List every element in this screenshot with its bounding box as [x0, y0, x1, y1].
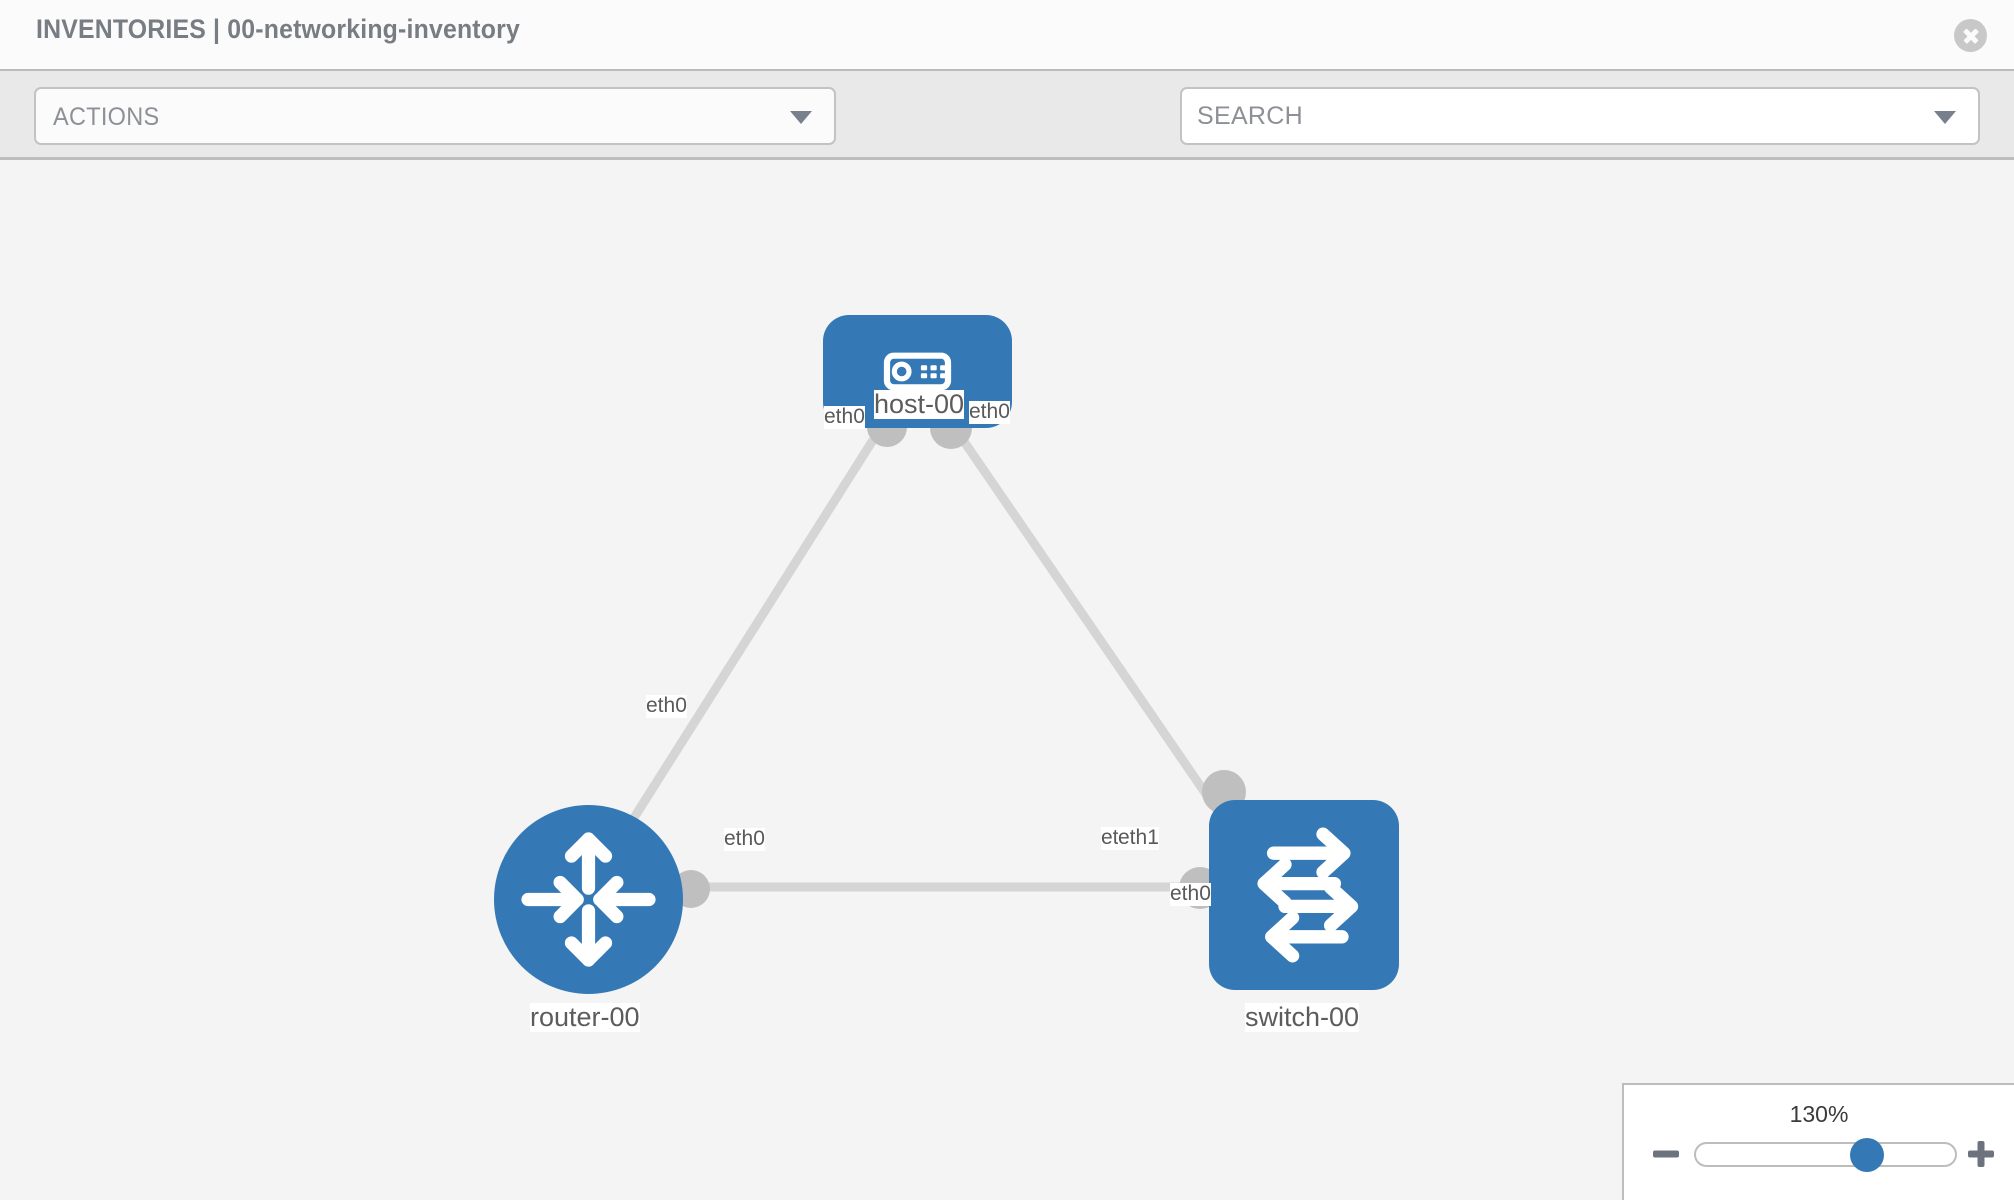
- edge-label-switch-eth0-up: eth0: [1170, 882, 1211, 906]
- actions-dropdown[interactable]: ACTIONS: [34, 87, 836, 145]
- zoom-control-panel: 130%: [1622, 1083, 2014, 1200]
- edge-label-switch-eth1: eth1: [1118, 826, 1159, 850]
- search-input[interactable]: [1197, 89, 1897, 143]
- node-label-host-00: host-00: [874, 389, 965, 419]
- node-label-switch-00: switch-00: [1245, 1002, 1360, 1032]
- zoom-slider[interactable]: [1694, 1137, 1957, 1172]
- node-switch-00[interactable]: [1209, 800, 1399, 990]
- zoom-slider-thumb[interactable]: [1849, 1137, 1884, 1172]
- edge-label-host-eth0-right: eth0: [969, 400, 1010, 424]
- close-icon[interactable]: [1954, 19, 1987, 52]
- router-arrows-icon: [521, 832, 656, 967]
- zoom-level-label: 130%: [1789, 1101, 1849, 1127]
- search-field[interactable]: [1180, 87, 1980, 145]
- server-icon: [883, 352, 952, 391]
- page-title: INVENTORIES | 00-networking-inventory: [36, 14, 520, 44]
- switch-arrows-icon: [1257, 827, 1359, 963]
- node-label-router-00: router-00: [530, 1002, 640, 1032]
- edge-label-host-eth0-left: eth0: [824, 405, 865, 429]
- edge-label-router-eth0-up: eth0: [646, 694, 687, 718]
- zoom-in-button[interactable]: [1966, 1139, 1996, 1169]
- actions-dropdown-label: ACTIONS: [53, 103, 160, 131]
- page-header: INVENTORIES | 00-networking-inventory: [0, 0, 2014, 69]
- zoom-out-button[interactable]: [1651, 1139, 1681, 1169]
- topology-links: [621, 437, 1236, 892]
- topology-canvas[interactable]: host-00 router-00 switch-00 eth0 eth0 et…: [0, 160, 2014, 1200]
- search-chevron-down-icon[interactable]: [1934, 111, 1956, 124]
- edge-label-router-eth0-right: eth0: [724, 827, 765, 851]
- node-router-00[interactable]: [494, 805, 683, 994]
- chevron-down-icon: [790, 111, 812, 124]
- toolbar: ACTIONS: [0, 69, 2014, 201]
